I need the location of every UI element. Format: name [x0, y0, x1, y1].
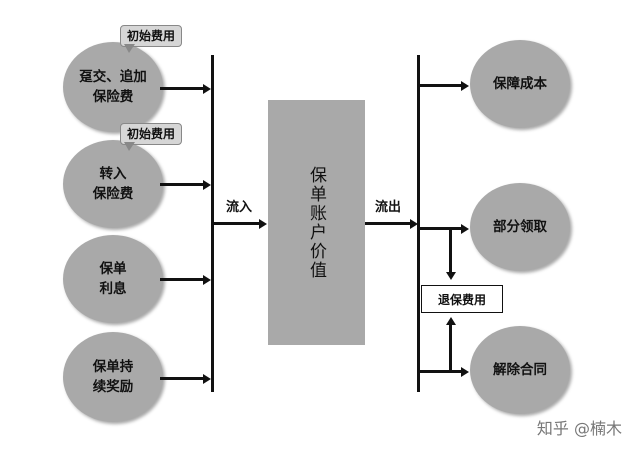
outflow-arrow-head: [410, 219, 418, 229]
arrow-transfer-line: [160, 183, 204, 186]
output-partial-withdrawal: 部分领取: [470, 183, 570, 271]
inflow-arrow-line: [213, 222, 260, 225]
output-protection-cost-label: 保障成本: [493, 76, 547, 92]
surrender-fee-box: 退保费用: [421, 285, 503, 313]
arrow-interest-line: [160, 278, 204, 281]
callout-tail-2: [124, 142, 135, 151]
inflow-arrow-head: [259, 219, 267, 229]
fee-arrow-down: [446, 272, 456, 280]
arrow-premium-head: [203, 84, 211, 94]
callout-tail-1: [124, 44, 135, 53]
arrow-interest-head: [203, 275, 211, 285]
output-terminate-contract: 解除合同: [470, 326, 570, 414]
arrow-transfer-head: [203, 180, 211, 190]
arrow-terminate-head: [461, 367, 469, 377]
output-protection-cost: 保障成本: [470, 40, 570, 128]
input-transfer-label: 转入 保险费: [92, 166, 134, 202]
input-premium-label: 趸交、追加 保险费: [79, 69, 147, 105]
arrow-cost-head: [461, 81, 469, 91]
surrender-fee-label: 退保费用: [437, 292, 486, 307]
account-value-label: 保单账户价值: [306, 165, 326, 280]
fee-connector-top: [449, 229, 452, 273]
inflow-label: 流入: [226, 200, 253, 215]
arrow-withdraw-line: [419, 227, 462, 230]
input-premium: 趸交、追加 保险费: [63, 42, 163, 132]
fee-connector-bottom: [449, 325, 452, 370]
input-interest: 保单 利息: [63, 235, 163, 323]
inflow-bar: [211, 55, 214, 392]
callout-initial-fee-1: 初始费用: [120, 25, 183, 47]
arrow-bonus-head: [203, 374, 211, 384]
outflow-arrow-line: [365, 222, 411, 225]
fee-arrow-up: [446, 317, 456, 325]
outflow-label: 流出: [375, 200, 402, 215]
arrow-cost-line: [419, 84, 462, 87]
arrow-premium-line: [160, 87, 204, 90]
input-bonus-label: 保单持 续奖励: [92, 359, 134, 395]
callout-initial-fee-2: 初始费用: [120, 123, 183, 145]
output-terminate-contract-label: 解除合同: [493, 362, 547, 378]
input-transfer: 转入 保险费: [63, 140, 163, 228]
watermark: 知乎 @楠木: [536, 419, 622, 438]
outflow-bar: [417, 55, 420, 392]
account-value-box: 保单账户价值: [268, 100, 365, 345]
input-bonus: 保单持 续奖励: [63, 332, 163, 422]
arrow-bonus-line: [160, 377, 204, 380]
arrow-terminate-line: [419, 370, 462, 373]
output-partial-withdrawal-label: 部分领取: [493, 219, 547, 235]
arrow-withdraw-head: [461, 224, 469, 234]
input-interest-label: 保单 利息: [99, 261, 127, 297]
